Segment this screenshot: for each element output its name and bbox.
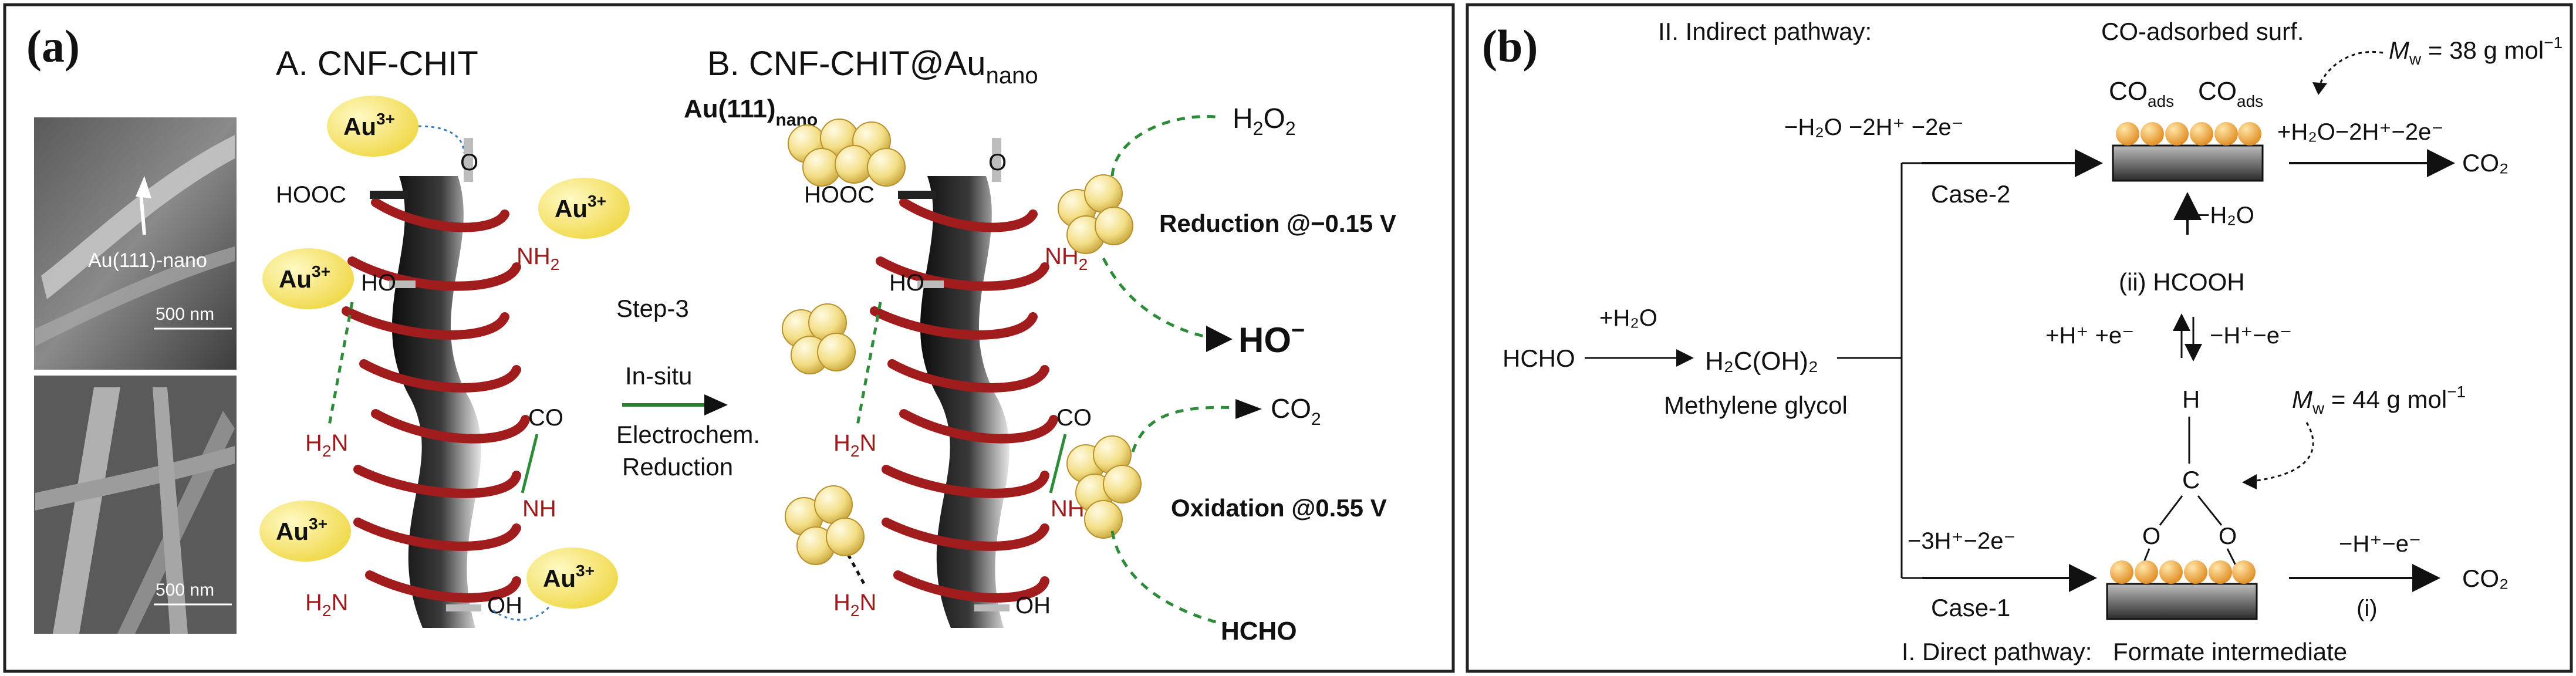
b-group-co: CO <box>1056 405 1092 431</box>
co-adsorbed-surface <box>2112 122 2264 182</box>
svg-text:Au3+: Au3+ <box>276 515 328 545</box>
formate-h: H <box>2182 386 2200 413</box>
svg-text:Au3+: Au3+ <box>279 262 330 293</box>
reduction-label: Reduction @−0.15 V <box>1159 209 1396 237</box>
hcho-label-a: HCHO <box>1221 617 1297 645</box>
co-ads-label-2: COads <box>2198 77 2263 110</box>
hbonds-a <box>327 302 539 494</box>
b-group-oh: OH <box>1015 593 1051 618</box>
plus-h2o-label: +H₂O <box>1599 305 1657 331</box>
top-right-step: +H₂O−2H⁺−2e⁻ <box>2277 119 2443 145</box>
a-group-h2n-1: H2N <box>305 430 348 460</box>
mw-bottom-curve <box>2250 422 2314 482</box>
step-line-2: In-situ <box>625 362 692 390</box>
arrow-to-ho <box>1206 326 1233 352</box>
direct-pathway-label: I. Direct pathway: <box>1902 638 2092 665</box>
co-ads-label-1: COads <box>2109 77 2174 110</box>
minus-h-e-right: −H⁺−e⁻ <box>2210 323 2292 349</box>
case1-label: Case-1 <box>1931 594 2010 621</box>
case2-label: Case-2 <box>1931 180 2010 208</box>
fiber-b <box>870 138 1058 628</box>
au-nanocluster-1 <box>788 119 906 187</box>
reduction-arcs <box>1102 115 1239 627</box>
panel-a-border <box>3 3 1455 673</box>
sem-top-au-label: Au(111)-nano <box>88 249 207 272</box>
mw-top-curve <box>2317 51 2383 89</box>
formate-c: C <box>2182 466 2200 494</box>
panel-b-label: (b) <box>1482 21 1538 72</box>
a-group-co: CO <box>528 405 563 431</box>
a-group-nh: NH <box>522 496 556 522</box>
step-line-1: Step-3 <box>616 295 689 322</box>
svg-text:Au3+: Au3+ <box>343 110 395 140</box>
b-group-o: O <box>988 150 1007 175</box>
arrow-to-co2 <box>1235 399 1262 419</box>
au111-nano-label: Au(111)nano <box>684 94 818 130</box>
svg-text:Au3+: Au3+ <box>555 192 606 222</box>
fiber-a <box>342 138 530 628</box>
chitosan-coils-a <box>342 198 530 603</box>
svg-text:Au3+: Au3+ <box>543 562 595 592</box>
au-nanocluster-3 <box>782 303 856 374</box>
plus-h-e-label: +H⁺ +e⁻ <box>2045 323 2134 349</box>
au-ion-3: Au3+ <box>262 248 354 309</box>
co-adsorbed-surf-label: CO-adsorbed surf. <box>2101 18 2304 45</box>
b-group-hooc: HOOC <box>804 182 875 208</box>
au-nanocluster-2 <box>1058 174 1133 254</box>
a-group-h2n-2: H2N <box>305 590 348 620</box>
sem-top-scale-label: 500 nm <box>156 305 214 324</box>
h2o2-label: H2O2 <box>1233 103 1296 139</box>
title-a-cnf-chit: A. CNF-CHIT <box>276 45 478 83</box>
step-line-3: Electrochem. <box>616 421 760 448</box>
ho-minus-label: HO− <box>1238 317 1305 360</box>
au-ion-2: Au3+ <box>538 178 630 239</box>
methylene-glycol-name: Methylene glycol <box>1664 391 1848 419</box>
formate-structure: H C O O <box>2106 386 2258 620</box>
case1-right-step: −H⁺−e⁻ <box>2339 531 2421 557</box>
chitosan-coils-b <box>870 198 1058 603</box>
case2-step: −H₂O −2H⁺ −2e⁻ <box>1784 114 1964 140</box>
mw-bottom-label: Mw = 44 g mol−1 <box>2292 383 2466 417</box>
b-group-ho: HO <box>889 270 924 296</box>
hcooh-label: (ii) HCOOH <box>2119 268 2245 296</box>
methylene-glycol-formula: H₂C(OH)₂ <box>1705 347 1818 376</box>
b-group-h2n-2: H2N <box>833 590 876 620</box>
au-nanocluster-5 <box>1066 435 1142 539</box>
minus-h2o-label: −H₂O <box>2196 202 2254 228</box>
a-group-oh: OH <box>487 593 522 618</box>
au-nanocluster-4 <box>785 485 865 565</box>
panel-a: (a) Au(111)-nano 500 nm 500 nm A. CNF-CH… <box>3 3 1455 673</box>
formate-o2: O <box>2219 523 2237 549</box>
branch-lines <box>1837 162 1922 579</box>
formate-o1: O <box>2142 523 2160 549</box>
sem-bottom-scale-label: 500 nm <box>156 580 214 600</box>
au-ion-1: Au3+ <box>327 96 465 157</box>
hcho-label-b: HCHO <box>1503 344 1575 372</box>
panel-a-label: (a) <box>26 21 80 72</box>
case1-right-num: (i) <box>2356 596 2378 621</box>
title-b-cnf-chit-au: B. CNF-CHIT@Aunano <box>707 45 1038 89</box>
hbonds-b <box>846 302 1067 588</box>
a-group-o: O <box>460 150 478 175</box>
a-group-hooc: HOOC <box>276 182 346 208</box>
au-ion-4: Au3+ <box>259 501 351 562</box>
indirect-pathway-label: II. Indirect pathway: <box>1658 18 1872 45</box>
panel-b: (b) II. Indirect pathway: CO-adsorbed su… <box>1466 3 2573 673</box>
sem-image-bottom: 500 nm <box>34 376 237 634</box>
a-group-ho: HO <box>361 270 396 296</box>
sem-image-top: Au(111)-nano 500 nm <box>34 117 237 370</box>
co2-label-a: CO2 <box>1271 393 1321 429</box>
mw-top-label: Mw = 38 g mol−1 <box>2389 33 2563 68</box>
oxidation-label: Oxidation @0.55 V <box>1171 494 1387 522</box>
au-ion-5: Au3+ <box>492 547 618 621</box>
co2-top-right: CO₂ <box>2462 149 2509 177</box>
step-line-4: Reduction <box>622 453 733 481</box>
panel-b-border <box>1466 3 2573 673</box>
a-group-nh2: NH2 <box>516 244 559 273</box>
formate-intermediate-label: Formate intermediate <box>2113 638 2347 665</box>
case1-step: −3H⁺−2e⁻ <box>1907 528 2016 554</box>
b-group-h2n-1: H2N <box>833 430 876 460</box>
co2-bottom-right: CO₂ <box>2462 565 2509 592</box>
